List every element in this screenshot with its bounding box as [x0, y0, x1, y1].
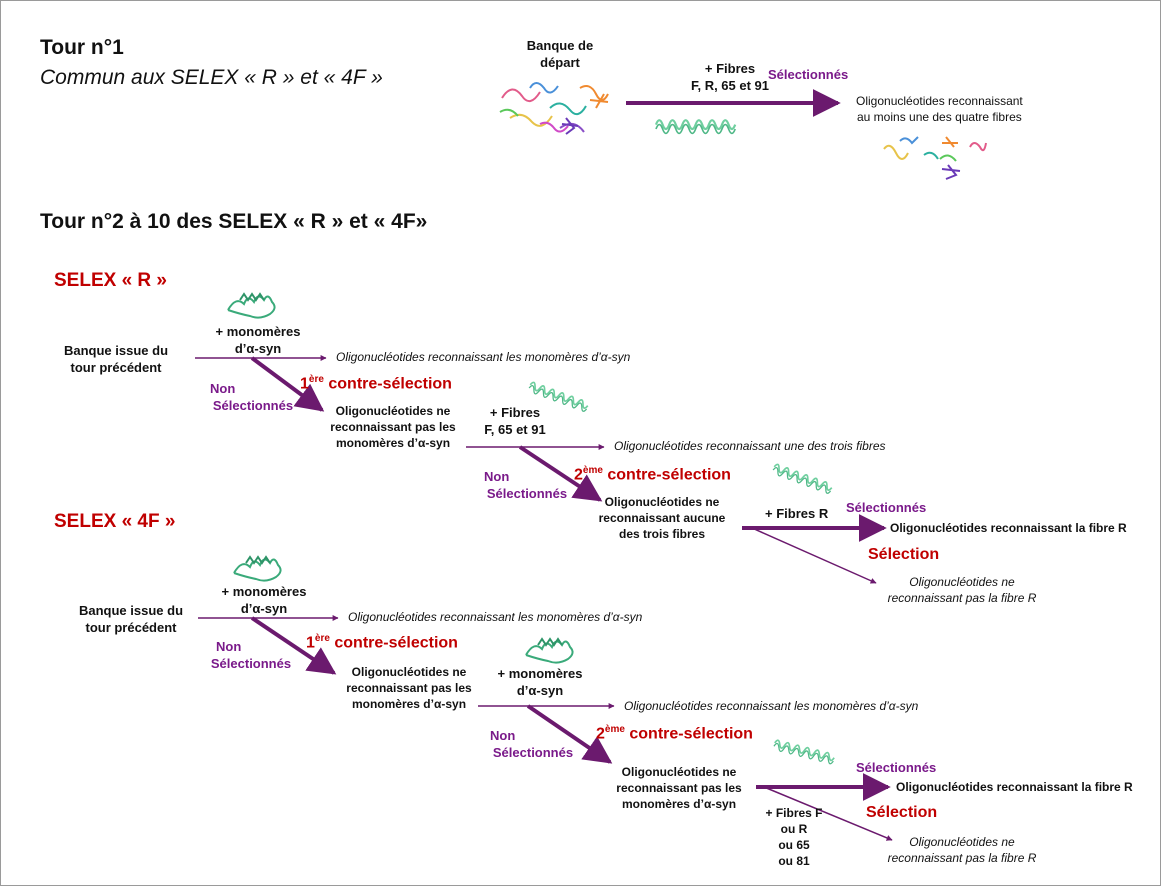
f-fibres-label: + Fibres F ou R ou 65 ou 81: [765, 806, 823, 868]
alpha-syn-monomer-icon: [525, 638, 574, 664]
r-fibres-label: + Fibres F, 65 et 91: [484, 405, 546, 437]
amyloid-fibril-icon: [772, 738, 836, 766]
oligonucleotide-library-icon: [499, 82, 609, 135]
f-result-mono: Oligonucléotides reconnaissant les monom…: [348, 610, 643, 624]
f-contre1-arrow: [250, 616, 337, 675]
f-oligo-2: Oligonucléotides ne reconnaissant pas le…: [616, 765, 742, 811]
alpha-syn-monomer-icon: [227, 293, 276, 319]
f-contre-selection-1: 1ère contre-sélection: [306, 633, 458, 652]
tour1-title: Tour n°1: [40, 36, 124, 59]
f-selection-label: Sélection: [866, 804, 938, 821]
f-oligo-1: Oligonucléotides ne reconnaissant pas le…: [346, 665, 472, 711]
r-non-selected-2: Non Sélectionnés: [484, 469, 568, 501]
r-contre-selection-1: 1ère contre-sélection: [300, 374, 452, 393]
oligonucleotide-subset-icon: [883, 136, 987, 180]
f-contre2-arrow: [526, 704, 613, 764]
selex-r-title: SELEX « R »: [54, 270, 167, 291]
r-mono-label: + monomères d’α-syn: [215, 324, 301, 356]
r-result-fibres: Oligonucléotides reconnaissant une des t…: [614, 439, 886, 453]
tour1-bank-label: Banque de départ: [526, 38, 594, 70]
r-selection-label: Sélection: [868, 546, 940, 563]
r-result-mono: Oligonucléotides reconnaissant les monom…: [336, 350, 631, 364]
r-result-final: Oligonucléotides reconnaissant la fibre …: [890, 521, 1127, 535]
tour1-fibres-label: + Fibres F, R, 65 et 91: [690, 61, 770, 93]
alpha-syn-monomer-icon: [233, 556, 282, 582]
f-mono-label: + monomères d’α-syn: [221, 584, 307, 616]
r-contre-selection-2: 2ème contre-sélection: [574, 465, 731, 484]
tour1-subtitle: Commun aux SELEX « R » et « 4F »: [40, 66, 383, 89]
f-result-negative: Oligonucléotides ne reconnaissant pas la…: [887, 835, 1037, 865]
f-non-selected-2: Non Sélectionnés: [490, 728, 574, 760]
tour1-selected-label: Sélectionnés: [768, 67, 849, 82]
amyloid-fibril-icon: [771, 462, 834, 495]
amyloid-fibril-icon: [654, 119, 737, 135]
r-bank-label: Banque issue du tour précédent: [63, 343, 169, 375]
r-oligo-1: Oligonucléotides ne reconnaissant pas le…: [330, 404, 456, 450]
r-contre1-arrow: [250, 356, 325, 412]
f-mono2-label: + monomères d’α-syn: [497, 666, 583, 698]
tour2-title: Tour n°2 à 10 des SELEX « R » et « 4F»: [40, 210, 428, 233]
f-selected-label: Sélectionnés: [856, 760, 937, 775]
f-bank-label: Banque issue du tour précédent: [78, 603, 184, 635]
f-selection-thin-arrow: [763, 786, 893, 841]
r-selected-label: Sélectionnés: [846, 500, 927, 515]
r-fibres-r-label: + Fibres R: [765, 506, 829, 521]
f-result-mono2: Oligonucléotides reconnaissant les monom…: [624, 699, 919, 713]
f-result-final: Oligonucléotides reconnaissant la fibre …: [896, 780, 1133, 794]
f-contre-selection-2: 2ème contre-sélection: [596, 724, 753, 743]
tour1-result: Oligonucléotides reconnaissant au moins …: [856, 94, 1023, 124]
r-contre2-arrow: [518, 445, 603, 502]
f-non-selected-1: Non Sélectionnés: [210, 639, 292, 671]
selex-4f-title: SELEX « 4F »: [54, 511, 176, 532]
r-non-selected-1: Non Sélectionnés: [210, 381, 294, 413]
r-result-negative: Oligonucléotides ne reconnaissant pas la…: [887, 575, 1037, 605]
r-oligo-2: Oligonucléotides ne reconnaissant aucune…: [598, 495, 726, 541]
r-selection-thin-arrow: [751, 527, 877, 584]
